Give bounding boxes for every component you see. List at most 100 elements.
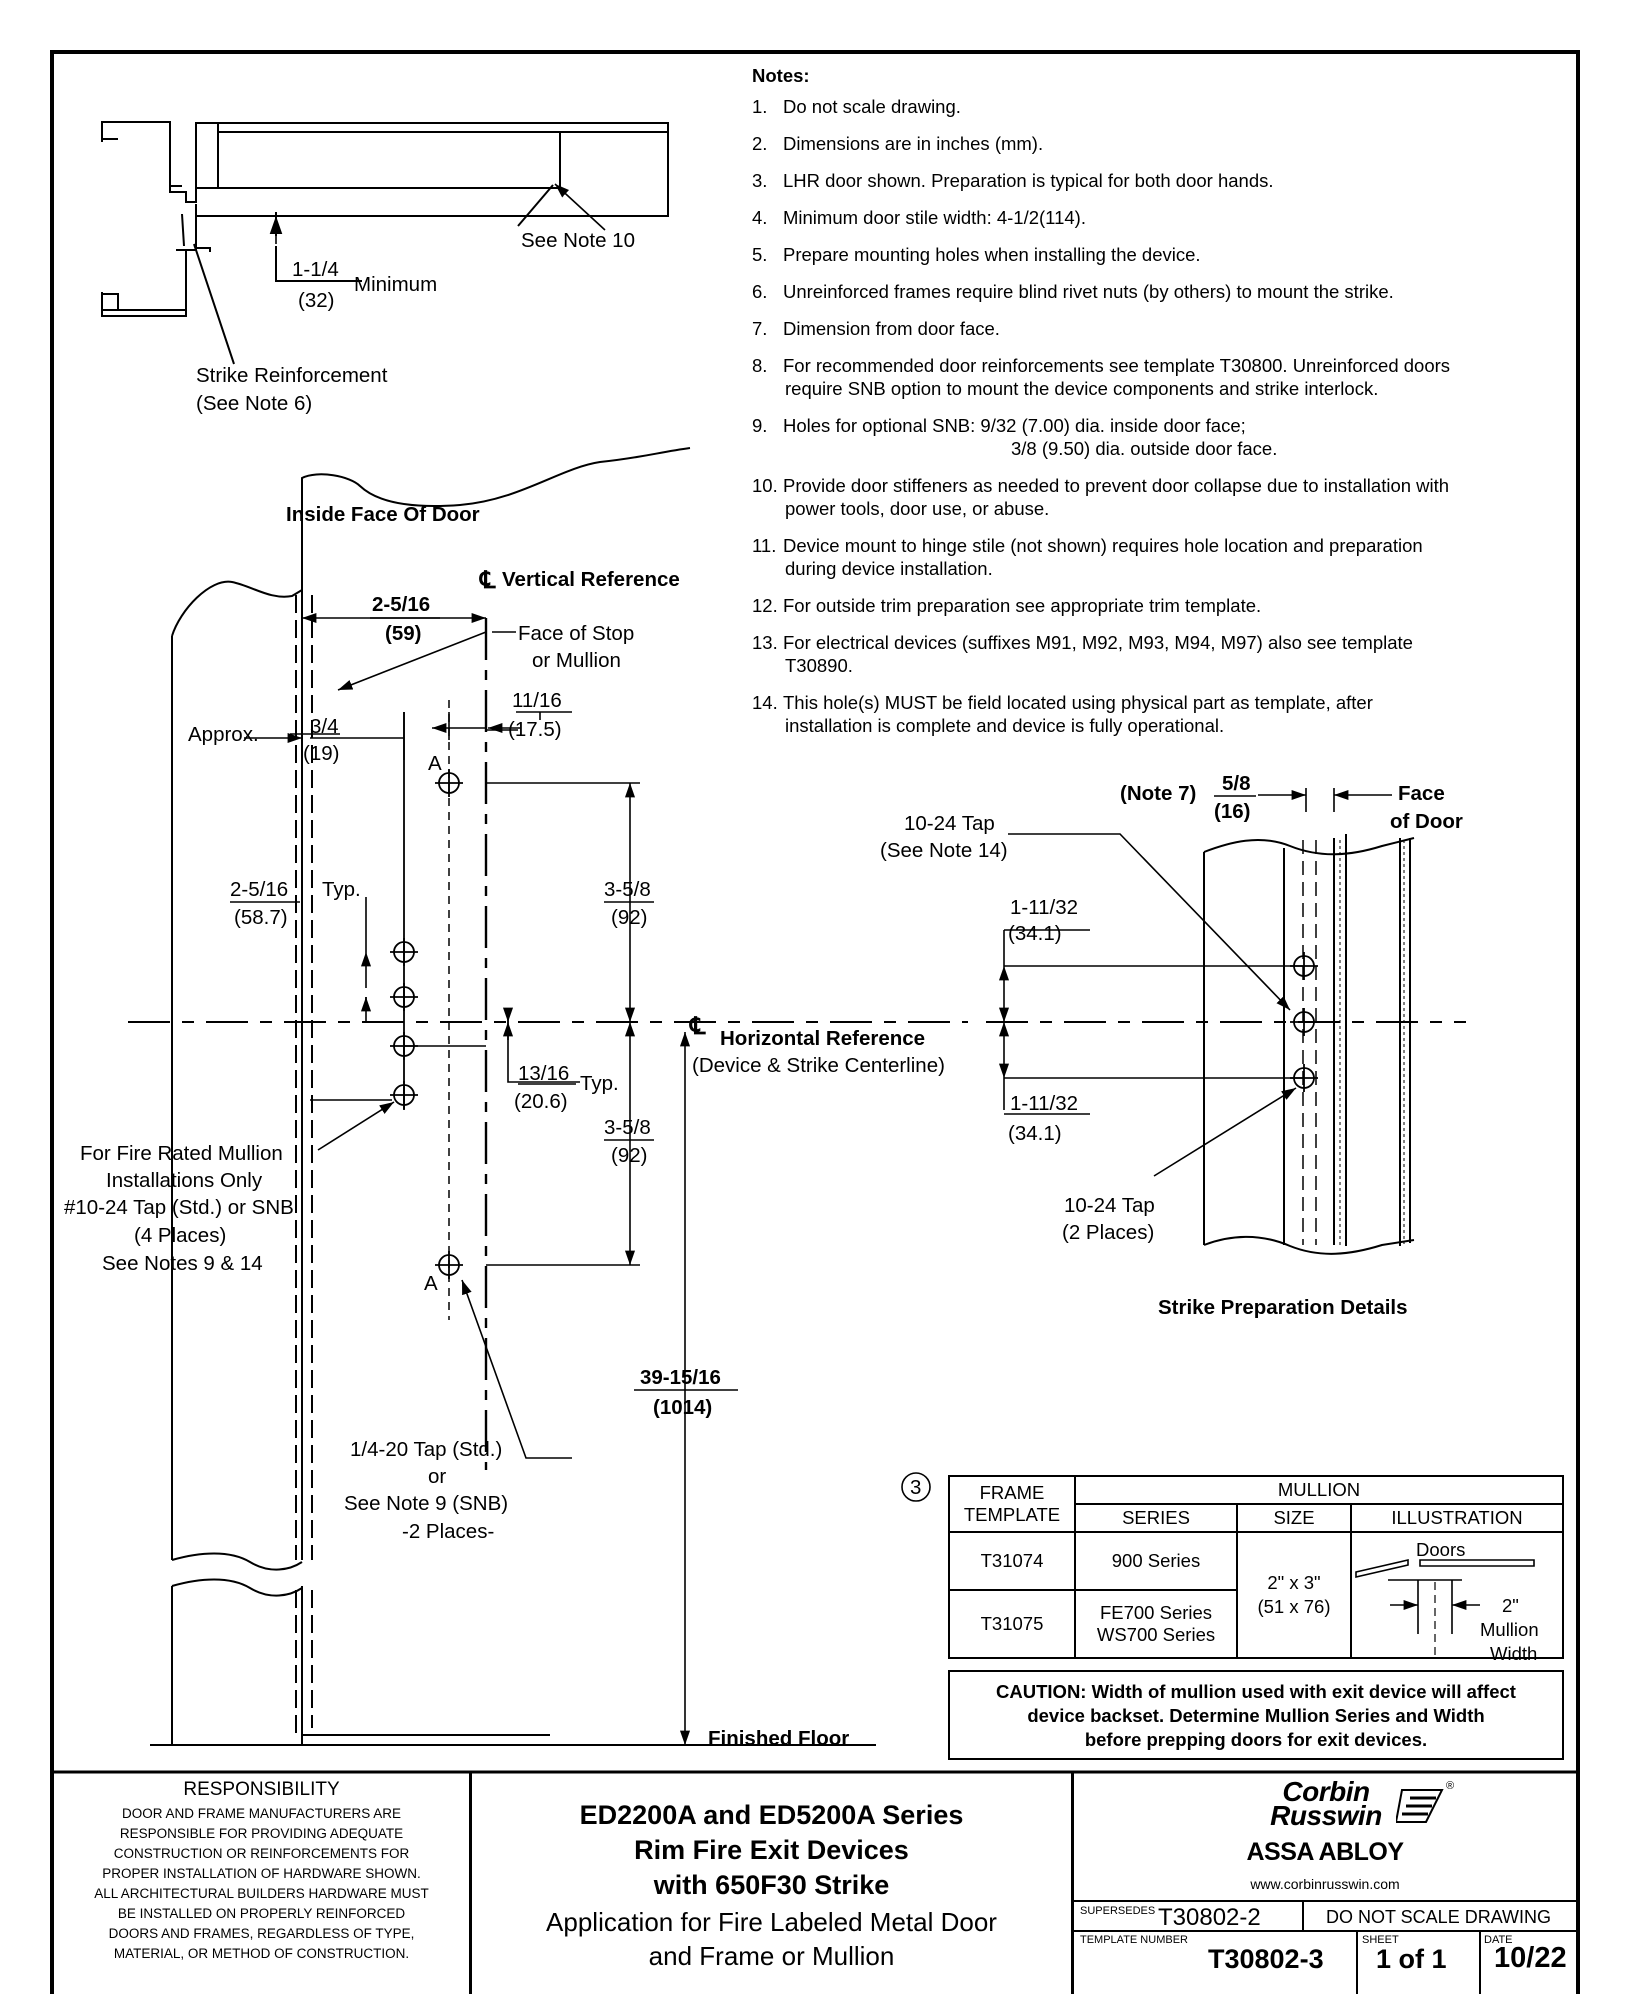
note-number: 4. (752, 207, 768, 228)
supersedes-divider (1302, 1902, 1304, 1932)
header-size: SIZE (1236, 1503, 1352, 1533)
note-item: 12.For outside trim preparation see appr… (752, 594, 1572, 617)
header-series: SERIES (1074, 1503, 1238, 1533)
note-item: 8. For recommended door reinforcements se… (752, 354, 1572, 400)
info-block: Corbin Russwin ® ASSA ABLOY www.corbinru… (1074, 1772, 1576, 1994)
dim-2516-label: 2-5/16 (372, 593, 430, 616)
note-item: 4. Minimum door stile width: 4-1/2(114). (752, 206, 1572, 229)
typ2-label: Typ. (580, 1072, 619, 1095)
note-text: Holes for optional SNB: 9/32 (7.00) dia.… (783, 414, 1572, 460)
caution-line-3: before prepping doors for exit devices. (1084, 1729, 1428, 1750)
table-marker-circle (901, 1472, 931, 1502)
note-line: Minimum door stile width: 4-1/2(114). (783, 207, 1086, 228)
min-mm-label: (32) (298, 289, 334, 312)
note-line: T30890. (785, 655, 853, 676)
corbin-russwin-logo: Corbin Russwin (1236, 1776, 1416, 1830)
size-mm: (51 x 76) (1257, 1596, 1331, 1617)
typ-label: Typ. (322, 878, 361, 901)
date-value: 10/22 (1494, 1942, 1567, 1974)
note-number: 12. (752, 595, 778, 616)
note-text: Do not scale drawing. (783, 95, 1572, 118)
inside-face-label: Inside Face Of Door (286, 503, 480, 526)
header-illustration: ILLUSTRATION (1350, 1503, 1564, 1533)
responsibility-line: DOORS AND FRAMES, REGARDLESS OF TYPE, (108, 1926, 415, 1941)
row2-series: FE700 Series WS700 Series (1074, 1589, 1238, 1659)
strike-dimension-lines (998, 788, 1392, 1177)
dim-19-label: (19) (303, 742, 339, 765)
assa-abloy-logo: ASSA ABLOY (1246, 1838, 1404, 1866)
dim-341a-label: (34.1) (1008, 922, 1062, 945)
product-title-1: ED2200A and ED5200A Series (579, 1800, 964, 1830)
dim-1116-label: 11/16 (512, 689, 562, 712)
title-block: ED2200A and ED5200A Series Rim Fire Exit… (472, 1772, 1074, 1994)
note-item: 2.Dimensions are in inches (mm). (752, 132, 1572, 155)
note-number: 8. (752, 355, 768, 376)
hole-a-bottom-label: A (424, 1272, 438, 1295)
header-mullion: MULLION (1074, 1475, 1564, 1505)
date-divider (1479, 1932, 1481, 1994)
dim-358-label: 3-5/8 (604, 878, 651, 901)
note-item: 10.Provide door stiffeners as needed to … (752, 474, 1572, 520)
mullion-table: FRAME TEMPLATE MULLION SERIES SIZE ILLUS… (948, 1475, 1564, 1659)
caution-line-2: device backset. Determine Mullion Series… (1027, 1705, 1485, 1726)
note-number: 3. (752, 170, 768, 191)
note-text: For recommended door reinforcements see … (783, 354, 1572, 400)
row2-series-2: WS700 Series (1096, 1624, 1216, 1645)
header-frame-label: FRAME (979, 1482, 1045, 1503)
or-mullion-label: or Mullion (532, 649, 621, 672)
note-item: 7.Dimension from door face. (752, 317, 1572, 340)
dim-58-label: 5/8 (1222, 772, 1251, 795)
note-item: 5.Prepare mounting holes when installing… (752, 243, 1572, 266)
responsibility-line: DOOR AND FRAME MANUFACTURERS ARE (121, 1806, 402, 1821)
note-number: 14. (752, 692, 778, 713)
dim-11132b-label: 1-11/32 (1010, 1092, 1078, 1115)
face-of-door-label-1: Face (1398, 782, 1445, 805)
row2-series-1: FE700 Series (1099, 1602, 1213, 1623)
tap-1420-label: 1/4-20 Tap (Std.) (350, 1438, 502, 1461)
face-of-door-label-2: of Door (1390, 810, 1463, 833)
note-text: Device mount to hinge stile (not shown) … (783, 534, 1572, 580)
dim-16-label: (16) (1214, 800, 1250, 823)
device-centerline-label: (Device & Strike Centerline) (692, 1054, 945, 1077)
logo-word-corbin: Corbin (1282, 1776, 1370, 1807)
sheet-label: SHEET (1362, 1934, 1399, 1946)
dim-92-label: (92) (611, 906, 647, 929)
note-text: Dimensions are in inches (mm). (783, 132, 1572, 155)
note-line: Do not scale drawing. (783, 96, 961, 117)
note-item: 6. Unreinforced frames require blind rive… (752, 280, 1572, 303)
horizontal-ref-cl-symbol: ℄ (689, 1013, 706, 1040)
note-line: LHR door shown. Preparation is typical f… (783, 170, 1274, 191)
responsibility-line: CONSTRUCTION OR REINFORCEMENTS FOR (113, 1846, 410, 1861)
note-item: 9. Holes for optional SNB: 9/32 (7.00) di… (752, 414, 1572, 460)
strike-detail-caption: Strike Preparation Details (1158, 1296, 1408, 1319)
note-text: For outside trim preparation see appropr… (783, 594, 1572, 617)
note-line: Unreinforced frames require blind rivet … (783, 281, 1394, 302)
responsibility-line: PROPER INSTALLATION OF HARDWARE SHOWN. (102, 1866, 421, 1881)
application-subtitle-1: Application for Fire Labeled Metal Door (546, 1907, 997, 1937)
note-text: This hole(s) MUST be field located using… (783, 691, 1572, 737)
note-number: 10. (752, 475, 778, 496)
min-frac-label: 1-1/4 (292, 258, 339, 281)
note-item: 11.Device mount to hinge stile (not show… (752, 534, 1572, 580)
row2-template: T31075 (948, 1589, 1076, 1659)
header-template-label: TEMPLATE (963, 1504, 1061, 1525)
note-text: Dimension from door face. (783, 317, 1572, 340)
fire-rated-label-2: Installations Only (106, 1169, 263, 1192)
responsibility-block: RESPONSIBILITY DOOR AND FRAME MANUFACTUR… (54, 1772, 472, 1994)
notes-items: 1.Do not scale drawing.2.Dimensions are … (752, 95, 1572, 737)
note-text: Prepare mounting holes when installing t… (783, 243, 1572, 266)
vertical-ref-label: Vertical Reference (502, 568, 680, 591)
dim-587-label: (58.7) (234, 906, 288, 929)
supersedes-value: T30802-2 (1158, 1904, 1261, 1931)
dim-358b-label: 3-5/8 (604, 1116, 651, 1139)
note-line: require SNB option to mount the device c… (785, 378, 1379, 399)
dim-341b-label: (34.1) (1008, 1122, 1062, 1145)
note-number: 9. (752, 415, 768, 436)
note-number: 6. (752, 281, 768, 302)
caution-box: CAUTION: Width of mullion used with exit… (948, 1670, 1564, 1760)
drawing-border (50, 50, 1580, 1994)
note-line: For outside trim preparation see appropr… (783, 595, 1262, 616)
note-text: For electrical devices (suffixes M91, M9… (783, 631, 1572, 677)
note-line: This hole(s) MUST be field located using… (783, 692, 1373, 713)
